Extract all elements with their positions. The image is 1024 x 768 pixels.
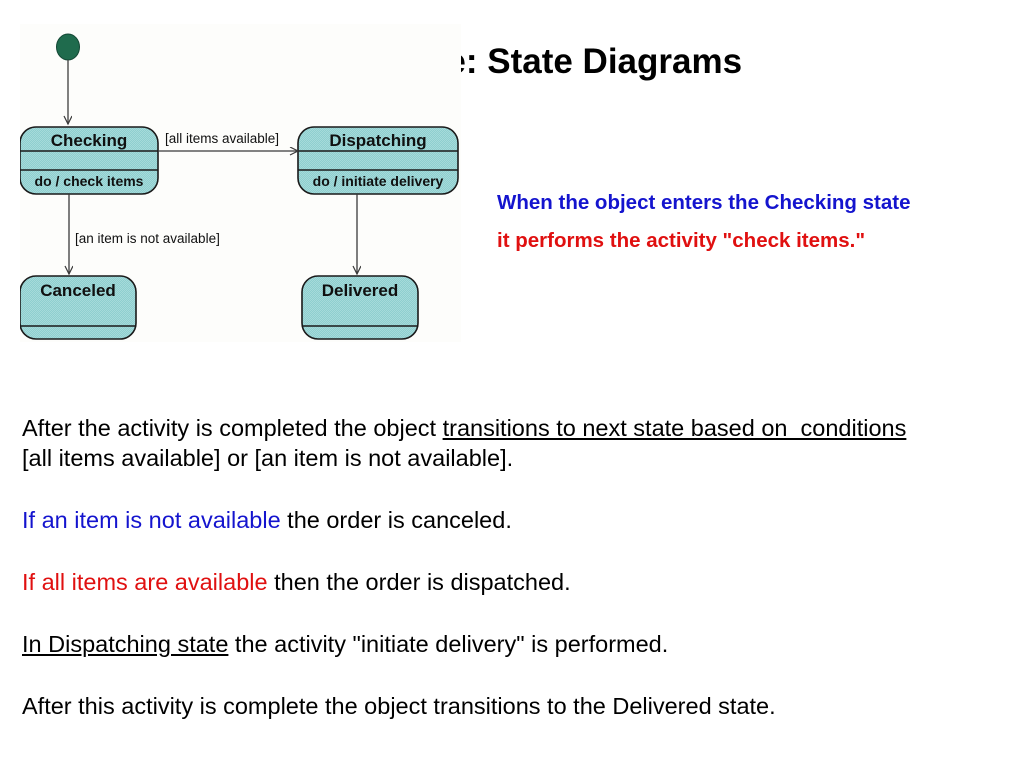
paragraph-transitions: After the activity is completed the obje…: [22, 413, 1007, 473]
paragraph-1-underlined: transitions to next state based on condi…: [442, 415, 907, 441]
state-dispatching-name: Dispatching: [329, 131, 426, 150]
state-dispatching: Dispatching do / initiate delivery: [297, 126, 459, 195]
guard-item-not-available: [an item is not available]: [75, 231, 220, 246]
paragraph-canceled: If an item is not available the order is…: [22, 505, 1007, 535]
paragraph-3-condition: If all items are available: [22, 569, 268, 595]
state-canceled-name: Canceled: [40, 281, 116, 300]
paragraph-1-tail: [all items available] or [an item is not…: [22, 445, 514, 471]
callout-line-red: it performs the activity "check items.": [497, 228, 866, 252]
initial-node: [56, 33, 80, 61]
paragraph-4-underlined: In Dispatching state: [22, 631, 229, 657]
state-delivered-name: Delivered: [322, 281, 399, 300]
paragraph-3-tail: then the order is dispatched.: [267, 569, 571, 595]
paragraph-4-tail: the activity "initiate delivery" is perf…: [228, 631, 669, 657]
paragraph-2-tail: the order is canceled.: [280, 507, 512, 533]
paragraph-dispatching-activity: In Dispatching state the activity "initi…: [22, 629, 1007, 659]
callout-line-blue: When the object enters the Checking stat…: [497, 191, 911, 214]
state-delivered: Delivered: [301, 275, 419, 340]
state-canceled: Canceled: [20, 275, 137, 340]
body-text-block: After the activity is completed the obje…: [22, 413, 1007, 721]
state-diagram-image: Checking do / check items Dispatching do…: [20, 24, 461, 342]
state-checking-activity: do / check items: [35, 173, 144, 189]
callout-block: When the object enters the Checking stat…: [497, 191, 1024, 252]
state-checking-name: Checking: [51, 131, 128, 150]
paragraph-delivered: After this activity is complete the obje…: [22, 693, 776, 719]
guard-all-items-available: [all items available]: [165, 131, 279, 146]
paragraph-1-lead: After the activity is completed the obje…: [22, 415, 443, 441]
paragraph-dispatched: If all items are available then the orde…: [22, 567, 1007, 597]
paragraph-2-condition: If an item is not available: [22, 507, 281, 533]
state-dispatching-activity: do / initiate delivery: [313, 173, 444, 189]
state-checking: Checking do / check items: [20, 126, 159, 195]
